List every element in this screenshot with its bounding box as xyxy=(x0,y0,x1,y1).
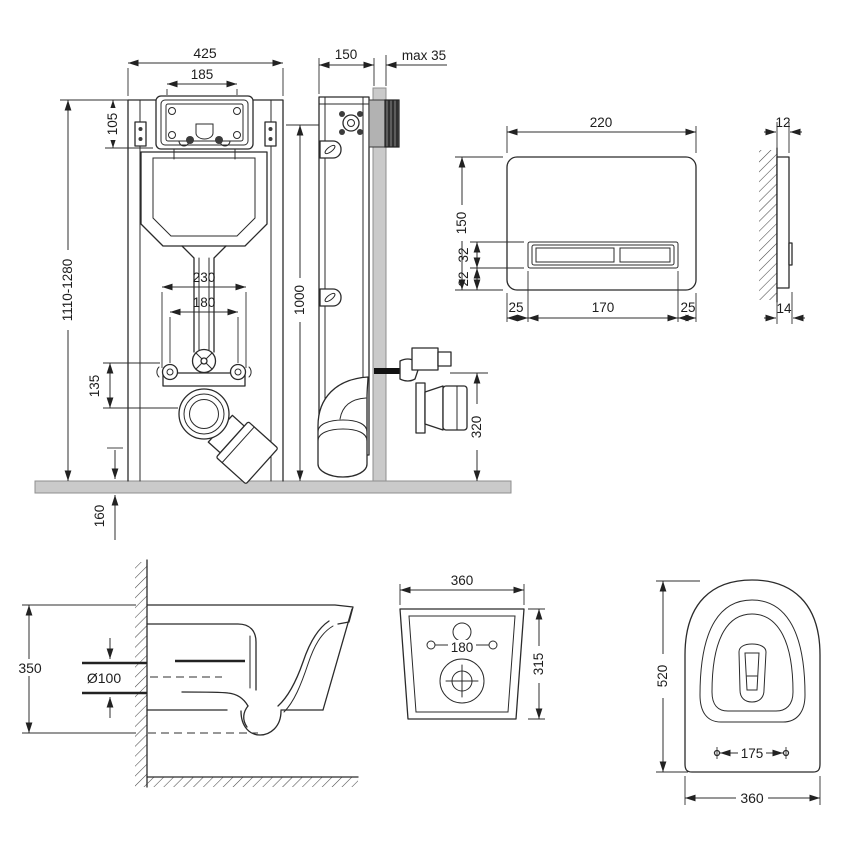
plate-side-dimensions: 12 14 xyxy=(764,115,805,324)
inspection-box xyxy=(155,95,254,160)
bowl-top-dimensions: 520 175 360 xyxy=(655,580,821,806)
bowl-top-outline xyxy=(684,579,821,773)
frame-side-view: 150 max 35 1000 320 xyxy=(286,47,488,482)
dim-buttons-bottom: 22 xyxy=(456,271,471,286)
fixing-slots xyxy=(319,140,342,307)
floor-band xyxy=(34,480,512,494)
floor-hatch xyxy=(147,777,358,787)
plate-front-dimensions: 220 150 32 22 25 170 25 xyxy=(454,115,697,322)
dim-buttons-height: 32 xyxy=(456,247,471,262)
dim-bolt-spacing: 180 xyxy=(451,640,474,655)
dim-wall-thickness: max 35 xyxy=(402,48,446,63)
dim-opening-height: 105 xyxy=(105,113,120,136)
bolt-hole-icon xyxy=(488,640,498,650)
bowl-section xyxy=(146,604,354,736)
dim-opening-width: 185 xyxy=(191,67,214,82)
plate-recess-box xyxy=(368,99,400,148)
bolt-hole-icon xyxy=(426,640,436,650)
screw-hole-icon xyxy=(168,107,176,115)
bowl-top-view: 520 175 360 xyxy=(655,579,821,806)
pipe-bend-joint xyxy=(191,348,217,374)
bowl-mounting-bracket xyxy=(156,363,252,387)
dim-drain-height: 320 xyxy=(469,416,484,439)
frame-side-dimensions: 150 max 35 1000 320 xyxy=(286,47,488,481)
dim-plate-total-thickness: 14 xyxy=(776,301,792,316)
flush-plate xyxy=(506,156,697,291)
wall-hatch xyxy=(759,150,777,300)
wall-bracket xyxy=(339,111,363,135)
dim-plate-thickness: 12 xyxy=(775,115,790,130)
dim-drain-drop: 135 xyxy=(87,375,102,398)
dim-bowl-height: 350 xyxy=(18,660,42,676)
wall-section xyxy=(372,87,387,482)
dim-frame-width: 425 xyxy=(193,45,217,61)
drain-outlet xyxy=(415,382,468,434)
dim-buttons-width: 170 xyxy=(592,300,615,315)
frame-front-view: 425 185 105 1110-1280 230 180 13 xyxy=(60,45,284,540)
dim-bowl-depth: 520 xyxy=(655,665,670,688)
bowl-side-view: 350 Ø100 xyxy=(15,559,359,788)
screw-hole-icon xyxy=(233,107,241,115)
bowl-back-dimensions: 360 180 315 xyxy=(399,573,546,720)
flush-plate-front-view: 220 150 32 22 25 170 25 xyxy=(454,115,697,322)
drain-elbow xyxy=(178,388,278,484)
plate-clip xyxy=(788,242,793,266)
water-inlet-fitting xyxy=(374,347,452,382)
dim-pipe-width: 180 xyxy=(193,295,216,310)
dim-install-height: 1110-1280 xyxy=(60,259,75,322)
dim-pipe-span: 230 xyxy=(193,270,216,285)
rail-clips xyxy=(134,121,277,147)
flush-outlet-shape xyxy=(738,643,767,703)
cistern-tank xyxy=(140,151,268,247)
dim-plate-width: 220 xyxy=(590,115,613,130)
dim-frame-depth: 150 xyxy=(335,47,358,62)
dim-seat-bolt-spacing: 175 xyxy=(741,746,764,761)
frame-front-dimensions: 425 185 105 1110-1280 230 180 13 xyxy=(60,45,284,540)
flush-buttons xyxy=(527,241,679,269)
bowl-side-dimensions: 350 Ø100 xyxy=(15,604,147,734)
dim-plate-height: 1000 xyxy=(292,285,307,315)
dim-bowl-back-width: 360 xyxy=(451,573,474,588)
bowl-back-outline xyxy=(399,608,525,720)
screw-hole-icon xyxy=(168,131,176,139)
flush-plate-side-view: 12 14 xyxy=(759,115,805,324)
dim-drain-diameter: Ø100 xyxy=(87,670,121,686)
outlet-hole-icon xyxy=(439,658,485,704)
elbow-downpipe xyxy=(317,376,369,478)
flush-pipe xyxy=(181,245,227,353)
dim-margin-right: 25 xyxy=(680,300,695,315)
wall-hatch xyxy=(135,562,147,787)
dim-bowl-back-height: 315 xyxy=(531,653,546,676)
small-flush-button xyxy=(619,247,671,263)
dim-bowl-top-width: 360 xyxy=(740,790,764,806)
dim-plate-height: 150 xyxy=(454,212,469,235)
dim-margin-left: 25 xyxy=(508,300,523,315)
large-flush-button xyxy=(535,247,615,263)
screw-hole-icon xyxy=(233,131,241,139)
inlet-hole-icon xyxy=(452,622,472,642)
plate-profile xyxy=(776,156,790,289)
bowl-back-view: 360 180 315 xyxy=(399,573,546,720)
dim-floor-offset: 160 xyxy=(92,505,107,528)
